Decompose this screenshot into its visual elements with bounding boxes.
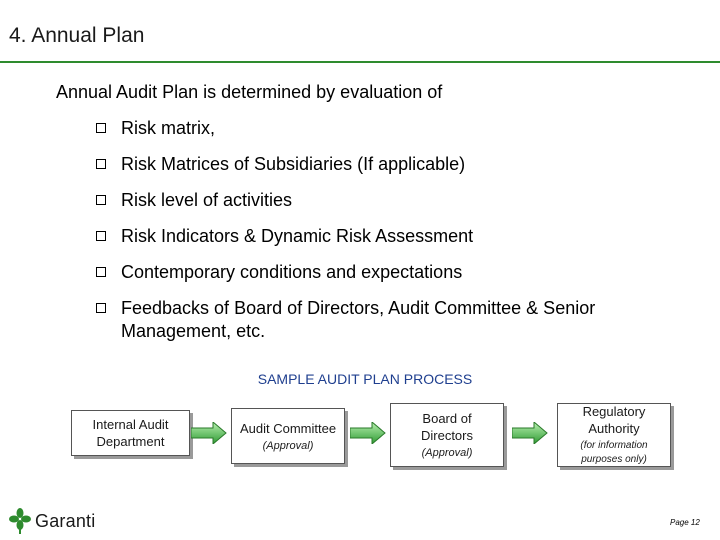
bullet-item: Contemporary conditions and expectations xyxy=(96,261,696,284)
flow-arrow-icon xyxy=(191,422,227,444)
process-step-label: Internal Audit Department xyxy=(92,417,169,449)
flow-arrow-icon xyxy=(350,422,386,444)
process-step-label: Board of Directors xyxy=(420,411,473,443)
bullet-text: Feedbacks of Board of Directors, Audit C… xyxy=(121,298,596,341)
process-step-board-of-directors: Board of Directors (Approval) xyxy=(390,403,504,467)
logo-text: Garanti xyxy=(35,510,96,531)
checkbox-bullet-icon xyxy=(96,303,106,313)
clover-logo-icon xyxy=(9,508,31,534)
bullet-list: Risk matrix, Risk Matrices of Subsidiari… xyxy=(96,117,696,356)
process-step-regulatory-authority: Regulatory Authority (for information pu… xyxy=(557,403,671,467)
checkbox-bullet-icon xyxy=(96,231,106,241)
checkbox-bullet-icon xyxy=(96,195,106,205)
flow-arrow-icon xyxy=(512,422,548,444)
title-divider xyxy=(0,61,720,63)
bullet-item: Risk level of activities xyxy=(96,189,696,212)
process-title: SAMPLE AUDIT PLAN PROCESS xyxy=(257,371,473,387)
bullet-text: Risk Matrices of Subsidiaries (If applic… xyxy=(121,154,466,174)
bullet-text: Risk matrix, xyxy=(121,118,215,138)
slide-title: 4. Annual Plan xyxy=(9,24,145,47)
bullet-text: Contemporary conditions and expectations xyxy=(121,262,463,282)
checkbox-bullet-icon xyxy=(96,123,106,133)
intro-text: Annual Audit Plan is determined by evalu… xyxy=(56,82,443,102)
bullet-text: Risk level of activities xyxy=(121,190,293,210)
bullet-item: Risk Indicators & Dynamic Risk Assessmen… xyxy=(96,225,696,248)
process-step-label: Regulatory Authority xyxy=(582,404,646,436)
garanti-logo: Garanti xyxy=(9,508,95,534)
bullet-item: Risk matrix, xyxy=(96,117,696,140)
bullet-text: Risk Indicators & Dynamic Risk Assessmen… xyxy=(121,226,474,246)
process-step-note: (Approval) xyxy=(421,447,473,459)
process-step-audit-committee: Audit Committee (Approval) xyxy=(231,408,345,464)
bullet-item: Risk Matrices of Subsidiaries (If applic… xyxy=(96,153,696,176)
process-step-note: (Approval) xyxy=(262,439,314,452)
process-step-label: Audit Committee xyxy=(239,420,337,436)
checkbox-bullet-icon xyxy=(96,267,106,277)
page-number: Page 12 xyxy=(670,518,700,527)
process-step-internal-audit: Internal Audit Department xyxy=(71,410,190,456)
process-step-note: (for information purposes only) xyxy=(580,440,648,465)
bullet-item: Feedbacks of Board of Directors, Audit C… xyxy=(96,297,696,343)
checkbox-bullet-icon xyxy=(96,159,106,169)
